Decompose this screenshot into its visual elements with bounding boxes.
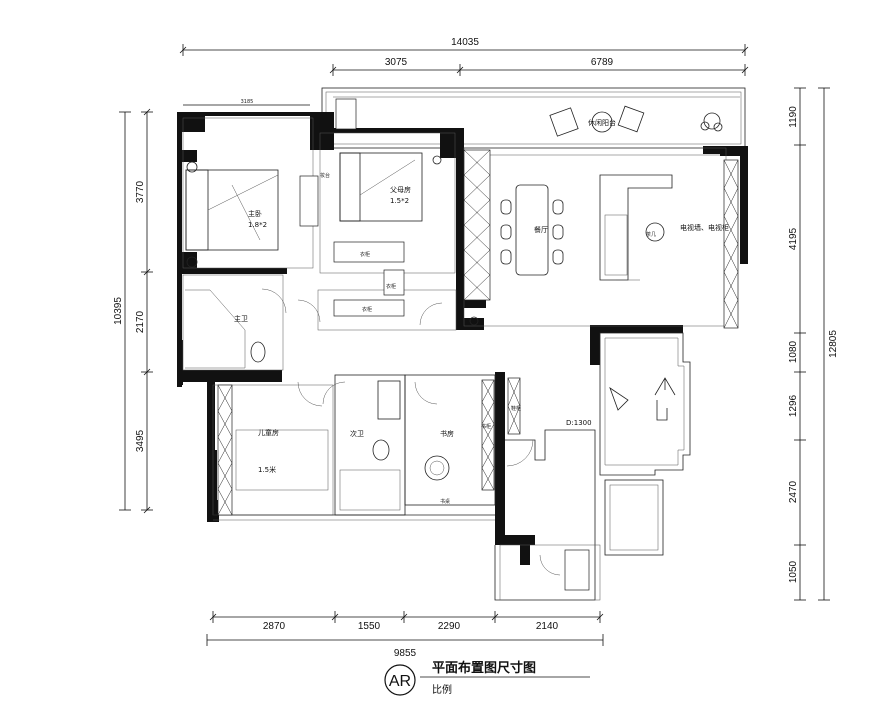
dressing-table-label: 妆台 (320, 172, 330, 179)
study-cabinet-label: 书柜 (481, 423, 491, 430)
balcony (321, 87, 746, 149)
dim-top-total: 14035 (451, 37, 479, 48)
dim-right-1: 1190 (788, 106, 799, 128)
dim-left-3: 3495 (135, 429, 146, 452)
dim-right-6: 1050 (788, 560, 799, 583)
cabinets (217, 98, 739, 591)
ar-badge-text: AR (389, 673, 411, 690)
kids-room-label: 儿童房 (258, 428, 279, 437)
second-bath-label: 次卫 (350, 429, 364, 438)
dim-left-1: 3770 (135, 180, 146, 203)
furniture (185, 152, 676, 576)
dim-bottom-3: 2290 (438, 621, 461, 632)
dim-bottom-total: 9855 (394, 648, 417, 659)
dim-inner-top: 3185 (241, 99, 254, 105)
master-bedroom-label: 主卧 (248, 209, 262, 218)
plan-scale: 比例 (432, 683, 452, 696)
title-block: AR 平面布置图尺寸图 比例 (384, 660, 590, 696)
plan-title: 平面布置图尺寸图 (432, 660, 536, 676)
dim-right-2: 4195 (788, 227, 799, 250)
dim-right-total: 12805 (828, 330, 839, 358)
study-label: 书房 (440, 429, 454, 438)
shoe-cabinet-label: 鞋柜 (511, 405, 521, 412)
dining-label: 餐厅 (534, 225, 548, 234)
dim-bottom-2: 1550 (358, 621, 381, 632)
leisure-balcony-label: 休闲阳台 (588, 118, 616, 127)
wardrobe-label-1: 衣柜 (360, 251, 370, 258)
dim-top-right: 6789 (591, 57, 614, 68)
interior-lines (182, 117, 727, 601)
wardrobe-label-3: 衣柜 (362, 306, 372, 313)
tv-wall-label: 电视墙、电视柜 (680, 223, 729, 232)
master-bed-size: 1.8*2 (248, 221, 267, 229)
dim-left-total: 10395 (113, 297, 124, 325)
parents-room-label: 父母房 (390, 185, 411, 194)
coffee-table-label: 茶几 (646, 231, 656, 238)
dim-bottom-4: 2140 (536, 621, 559, 632)
dim-bottom-1: 2870 (263, 621, 286, 632)
desk-label: 书桌 (440, 498, 450, 505)
dim-right-5: 2470 (788, 480, 799, 503)
wardrobe-label-2: 衣柜 (386, 283, 396, 290)
dim-right-3: 1080 (788, 340, 799, 363)
parents-bed-size: 1.5*2 (390, 197, 409, 205)
walls (177, 112, 748, 565)
door-width-label: D:1300 (566, 419, 592, 427)
kids-bed-size: 1.5米 (258, 465, 276, 474)
dim-left-2: 2170 (135, 310, 146, 333)
dim-right-4: 1296 (788, 394, 799, 417)
dim-top-left: 3075 (385, 57, 408, 68)
ar-badge (384, 664, 416, 696)
master-bath-label: 主卫 (234, 314, 248, 323)
dimension-lines (119, 44, 830, 646)
